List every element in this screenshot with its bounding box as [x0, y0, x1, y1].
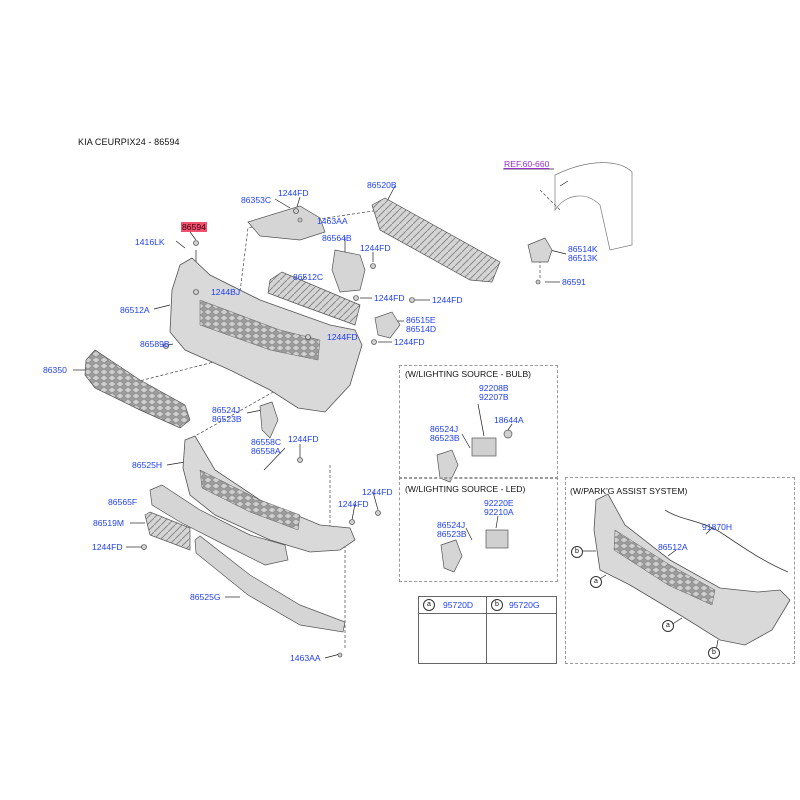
part-label-86524j-bulb[interactable]: 86524J — [430, 424, 459, 434]
part-label-86514d[interactable]: 86514D — [406, 324, 437, 334]
led-bezel-shape — [440, 539, 463, 573]
part-label-86524j-led[interactable]: 86524J — [437, 520, 466, 530]
side-bracket-shape — [331, 249, 366, 293]
part-label-86520b[interactable]: 86520B — [367, 180, 397, 190]
part-label-86589b[interactable]: 86589B — [140, 339, 170, 349]
lighting-bulb-box — [399, 365, 558, 479]
sensor-b-letter: b — [491, 599, 503, 611]
part-label-86525g[interactable]: 86525G — [190, 592, 221, 602]
fastener-icons — [141, 208, 541, 658]
part-label-86512a-park[interactable]: 86512A — [658, 542, 688, 552]
part-label-1463aa-b[interactable]: 1463AA — [290, 653, 321, 663]
fender-outline — [554, 162, 633, 251]
part-label-86594[interactable]: 86594 — [181, 222, 207, 232]
part-label-86514k[interactable]: 86514K — [568, 244, 598, 254]
part-label-1244fd-c[interactable]: 1244FD — [374, 293, 405, 303]
sensor-header-b — [486, 596, 557, 614]
part-label-95720g[interactable]: 95720G — [509, 600, 540, 610]
part-label-86350[interactable]: 86350 — [43, 365, 67, 375]
park-assist-title: (W/PARK'G ASSIST SYSTEM) — [570, 486, 688, 496]
part-label-86523b-a[interactable]: 86523B — [212, 414, 242, 424]
part-label-1244fd-d[interactable]: 1244FD — [432, 295, 463, 305]
part-label-86519m[interactable]: 86519M — [93, 518, 125, 528]
part-label-1244fd-a[interactable]: 1244FD — [278, 188, 309, 198]
park-assist-grille-area — [613, 529, 716, 606]
part-label-86558a[interactable]: 86558A — [251, 446, 281, 456]
led-lamp-shape — [485, 529, 509, 549]
part-label-86524j-a[interactable]: 86524J — [212, 405, 241, 415]
lower-bumper-shape — [182, 435, 356, 553]
part-label-92220e[interactable]: 92220E — [484, 498, 514, 508]
corner-bracket-shape — [374, 311, 401, 339]
radiator-grille-shape — [84, 349, 191, 429]
skid-plate-shape — [149, 484, 289, 566]
part-label-1416lk[interactable]: 1416LK — [135, 237, 165, 247]
part-label-86515e[interactable]: 86515E — [406, 315, 436, 325]
upper-bracket-shape — [247, 205, 326, 241]
part-label-1244fd-h[interactable]: 1244FD — [362, 487, 393, 497]
fog-bezel-shape — [259, 401, 279, 439]
callout-a-right: a — [662, 620, 674, 632]
park-assist-bumper-shape — [593, 493, 791, 646]
plate-bracket-shape — [144, 511, 191, 551]
part-label-91870h[interactable]: 91870H — [702, 522, 733, 532]
cover-beam-shape — [267, 271, 361, 326]
reference-link[interactable]: REF.60-660 — [504, 159, 550, 169]
part-label-95720d[interactable]: 95720D — [443, 600, 474, 610]
part-label-86523b-bulb[interactable]: 86523B — [430, 433, 460, 443]
part-label-1244bj[interactable]: 1244BJ — [211, 287, 241, 297]
part-label-1244fd-b[interactable]: 1244FD — [360, 243, 391, 253]
part-label-86525h[interactable]: 86525H — [132, 460, 163, 470]
lighting-led-title: (W/LIGHTING SOURCE - LED) — [405, 484, 526, 494]
part-label-1244fd-g[interactable]: 1244FD — [288, 434, 319, 444]
part-label-1244fd-f[interactable]: 1244FD — [394, 337, 425, 347]
part-label-92208b[interactable]: 92208B — [479, 383, 509, 393]
part-label-86591[interactable]: 86591 — [562, 277, 586, 287]
part-label-1244fd-e[interactable]: 1244FD — [327, 332, 358, 342]
bulb-lamp-shape — [471, 437, 497, 457]
lower-strip-shape — [194, 535, 346, 633]
part-label-86558c[interactable]: 86558C — [251, 437, 282, 447]
sensor-a-letter: a — [423, 599, 435, 611]
energy-absorber-shape — [371, 197, 501, 283]
callout-b-left: b — [571, 546, 583, 558]
sensor-wiring-harness — [664, 509, 789, 573]
bulb-bezel-shape — [436, 449, 459, 483]
part-label-86512c[interactable]: 86512C — [293, 272, 324, 282]
callout-a-left: a — [590, 576, 602, 588]
lower-grille-area — [199, 469, 301, 531]
diagram-title: KIA CEURPIX24 - 86594 — [78, 137, 180, 147]
part-label-86564b[interactable]: 86564B — [322, 233, 352, 243]
lighting-led-box — [399, 477, 558, 582]
part-label-92207b[interactable]: 92207B — [479, 392, 509, 402]
lighting-bulb-title: (W/LIGHTING SOURCE - BULB) — [405, 369, 532, 379]
part-label-86523b-led[interactable]: 86523B — [437, 529, 467, 539]
part-label-92210a[interactable]: 92210A — [484, 507, 514, 517]
part-label-86353c[interactable]: 86353C — [241, 195, 272, 205]
callout-b-right: b — [708, 647, 720, 659]
part-label-86512a[interactable]: 86512A — [120, 305, 150, 315]
part-label-1244fd-j[interactable]: 1244FD — [92, 542, 123, 552]
part-label-86565f[interactable]: 86565F — [108, 497, 138, 507]
part-label-1463aa-a[interactable]: 1463AA — [317, 216, 348, 226]
bumper-grille-area — [199, 299, 321, 361]
part-label-86513k[interactable]: 86513K — [568, 253, 598, 263]
part-label-1244fd-i[interactable]: 1244FD — [338, 499, 369, 509]
park-assist-box — [565, 477, 795, 664]
part-label-18644a[interactable]: 18644A — [494, 415, 524, 425]
fender-bracket-shape — [527, 237, 553, 263]
